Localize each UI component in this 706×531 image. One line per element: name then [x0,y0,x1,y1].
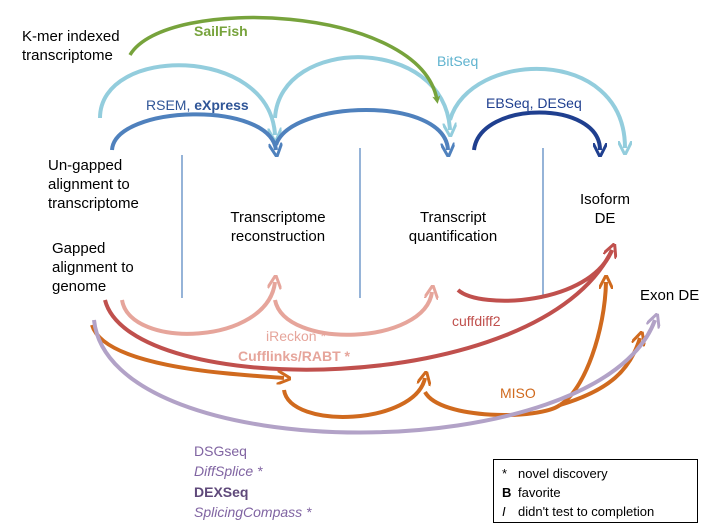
node-gapped-alignment: Gapped alignment to genome [52,239,134,296]
tool-dsgseq: DSGseq [194,443,247,459]
node-reconstruction-line-1: Transcriptome [230,209,326,226]
legend-row-novel: * novel discovery [502,464,689,483]
dsgseq-arc [92,320,655,435]
cuffdiff-arc-long [103,249,614,372]
node-gapped-line-1: Gapped [52,240,106,257]
sailfish-arc [128,15,441,104]
legend-symbol-asterisk: * [502,466,508,481]
tool-splicingcompass: SplicingCompass * [194,504,312,520]
cuffdiff-arcs [103,249,614,372]
tool-express: eXpress [194,97,249,113]
ireckon-arc-1 [120,282,275,336]
node-gapped-line-3: genome [52,278,107,295]
legend-symbol-italic: I [502,504,506,519]
node-transcriptome-reconstruction: Transcriptome reconstruction [208,208,348,246]
miso-arc-4 [558,282,606,407]
bitseq-arc-3 [448,66,625,148]
tool-cufflinks-rabt: Cufflinks/RABT * [238,348,350,364]
node-isoform-line-2: DE [594,210,616,227]
node-transcript-quantification: Transcript quantification [388,208,518,246]
node-gapped-line-2: alignment to [52,259,134,276]
node-isoform-de: Isoform DE [570,190,640,228]
node-exon-de: Exon DE [640,287,700,304]
node-ungapped-line-3: transcriptome [48,195,139,212]
rsem-arc-2 [274,108,448,150]
tool-rsem-express: RSEM, eXpress [146,96,249,114]
node-ungapped-line-1: Un-gapped [48,157,123,174]
legend-text-novel: novel discovery [518,466,608,481]
node-kmer-line-1: K-mer indexed [22,28,120,45]
miso-arcs [90,282,640,419]
rsem-arc-1 [110,112,276,150]
tool-diffsplice: DiffSplice * [194,463,263,479]
tool-cuffdiff2: cuffdiff2 [452,313,501,329]
node-kmer-line-2: transcriptome [22,47,113,64]
tool-miso: MISO [500,385,536,401]
tool-sailfish: SailFish [194,23,248,39]
tool-dexseq: DEXSeq [194,484,249,500]
node-ungapped-alignment: Un-gapped alignment to transcriptome [48,156,139,213]
ireckon-arc-2 [273,292,432,337]
node-isoform-line-1: Isoform [579,191,630,208]
node-quantification-line-2: quantification [408,228,498,245]
node-kmer-transcriptome: K-mer indexed transcriptome [22,27,120,65]
tool-ireckon: iReckon * [266,328,326,344]
miso-arc-1 [90,324,284,378]
tool-rsem: RSEM, [146,97,195,113]
bitseq-arc-1 [98,63,275,135]
node-reconstruction-line-2: reconstruction [230,228,326,245]
cuffdiff-arc-small [456,250,612,303]
miso-arc-3 [423,390,562,417]
legend-symbol-bold: B [502,485,512,500]
legend-text-favorite: favorite [518,485,561,500]
ebseq-arc [472,110,600,151]
legend-text-incomplete: didn't test to completion [518,504,655,519]
tool-ebseq-deseq: EBSeq, DESeq [486,95,582,111]
tool-bitseq: BitSeq [437,53,479,69]
rsem-arcs [110,108,448,150]
miso-arc-2 [282,378,425,419]
node-quantification-line-1: Transcript [419,209,487,226]
node-ungapped-line-2: alignment to [48,176,130,193]
ireckon-arcs [120,282,432,337]
